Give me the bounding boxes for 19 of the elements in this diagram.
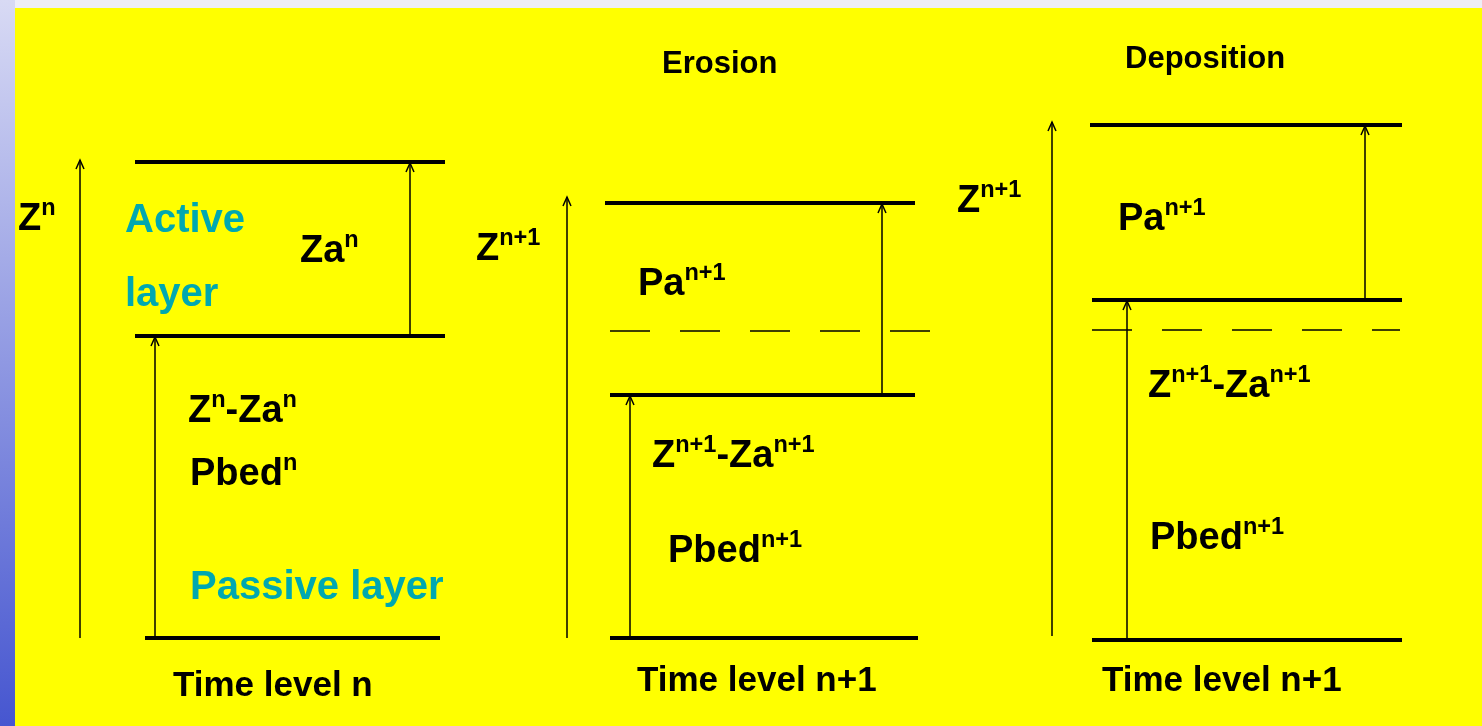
time-label: Time level n <box>173 666 373 701</box>
panel-heading: Erosion <box>662 47 778 78</box>
height-label: Z$^{n+1}$ <box>476 228 541 266</box>
thickness-label: Za$^{n}$ <box>300 230 359 268</box>
fraction-label: Pbed$^{n}$ <box>190 453 298 491</box>
layer-label: Active layer <box>125 195 247 316</box>
fraction-label: Pbed$^{n+1}$ <box>1150 517 1285 555</box>
fraction-label: Pa$^{n+1}$ <box>638 263 726 301</box>
layer-label: Passive layer <box>190 565 444 605</box>
time-label: Time level n+1 <box>637 661 877 696</box>
time-label: Time level n+1 <box>1102 661 1342 696</box>
panel-heading: Deposition <box>1125 42 1286 73</box>
elevation-label: Z$^{n+1}$-Za$^{n+1}$ <box>1148 365 1311 403</box>
elevation-label: Z$^{n+1}$-Za$^{n+1}$ <box>652 435 815 473</box>
fraction-label: Pbed$^{n+1}$ <box>668 530 803 568</box>
fraction-label: Pa$^{n+1}$ <box>1118 198 1206 236</box>
elevation-label: Z$^{n}$-Za$^{n}$ <box>188 390 297 428</box>
height-label: Z$^{n+1}$ <box>957 180 1022 218</box>
height-label: Z$^{n}$ <box>18 198 56 236</box>
